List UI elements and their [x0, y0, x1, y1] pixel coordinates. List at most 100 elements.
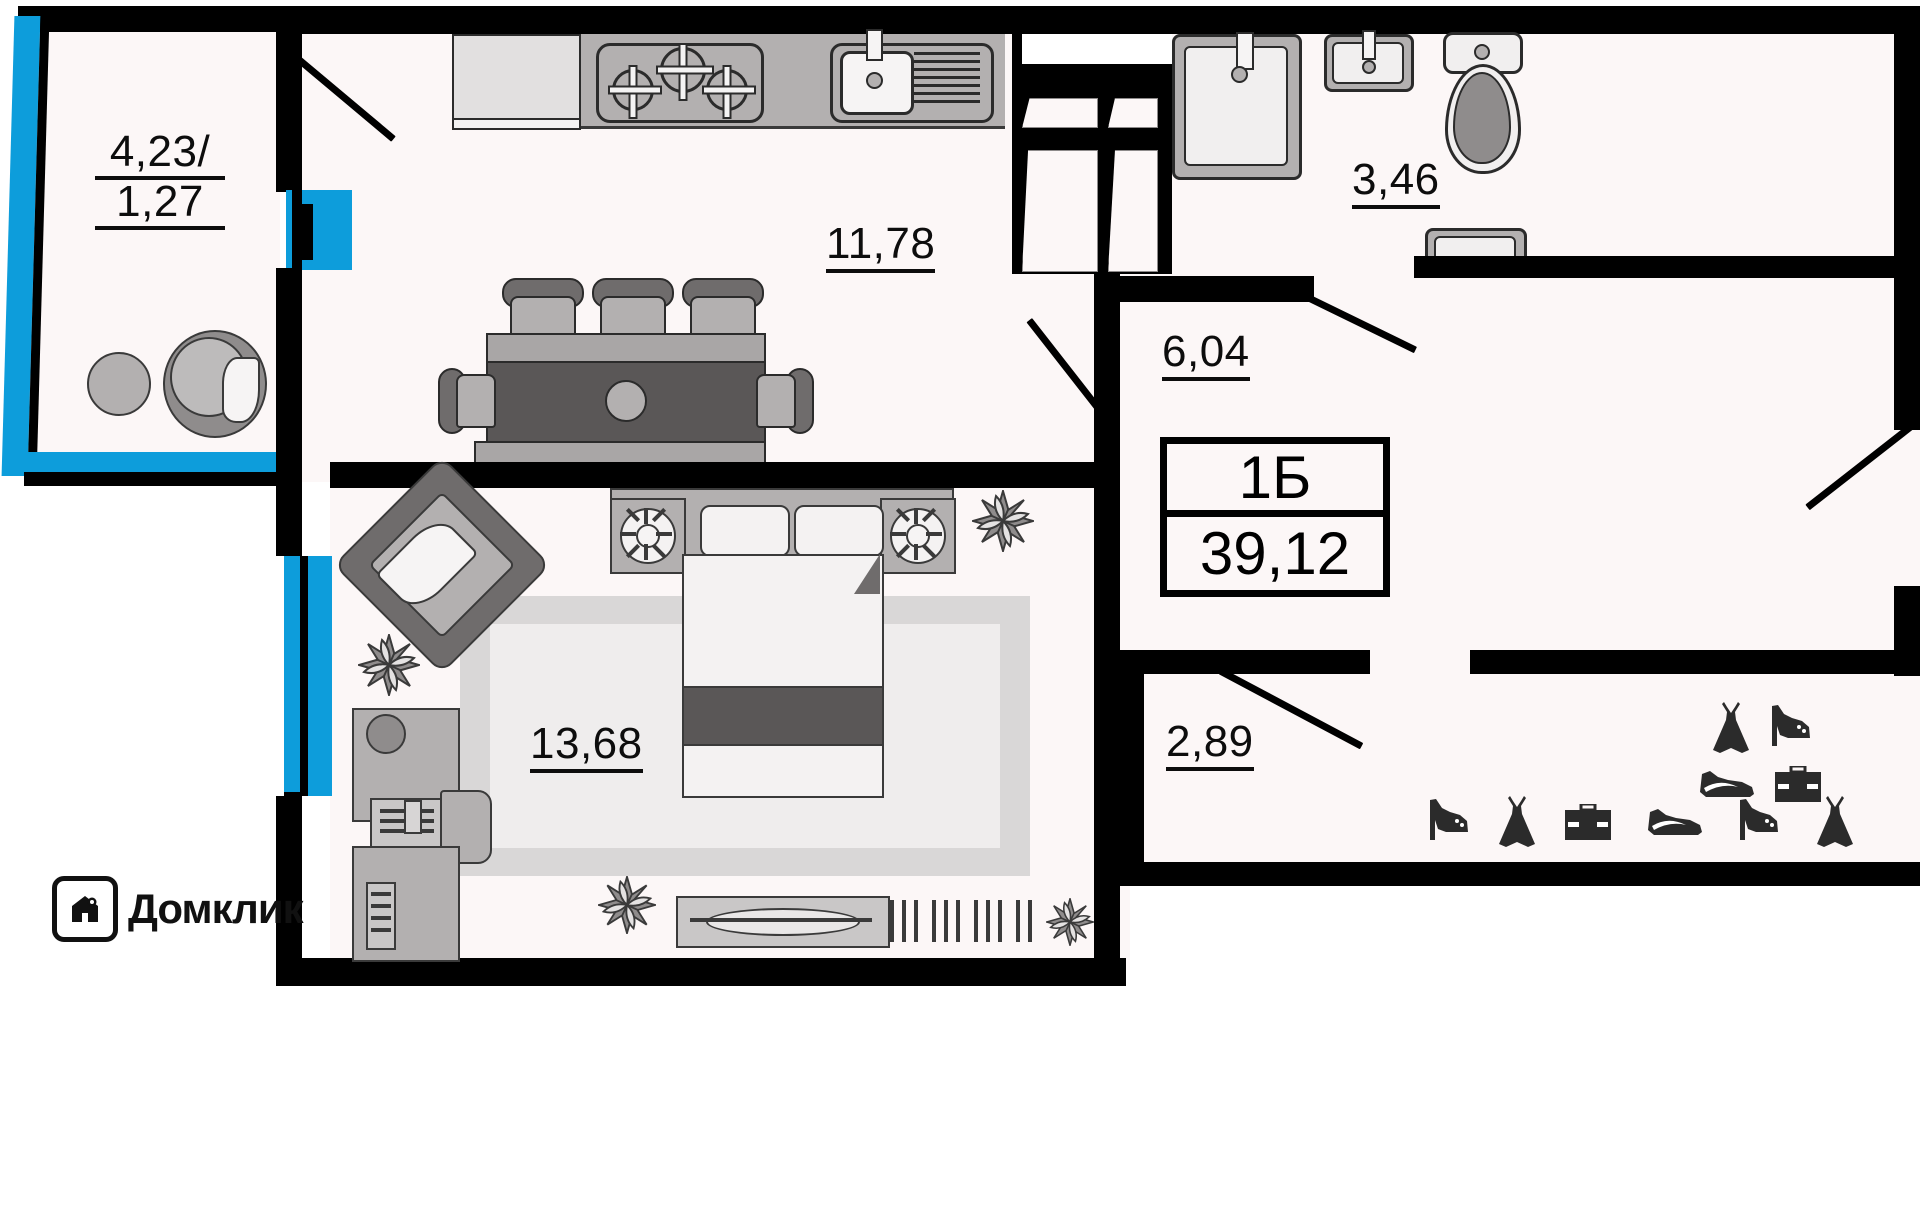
plant-icon — [972, 490, 1034, 552]
lamp-core-icon — [906, 524, 930, 548]
brand-name: Домклик — [128, 885, 304, 932]
high-heel-icon — [1736, 796, 1780, 844]
lamp-spoke-icon — [620, 532, 636, 536]
room-floor-entry — [1440, 400, 1920, 690]
unit-tag-box: 1Б 39,12 — [1160, 437, 1390, 597]
unit-label: 1Б — [1167, 444, 1383, 517]
lamp-spoke-icon — [926, 532, 942, 536]
sneaker-icon — [1646, 806, 1704, 838]
wall-entry-right-upper — [1894, 300, 1920, 430]
sink-drain-icon — [866, 72, 883, 89]
bedroom-window-mullion — [300, 556, 308, 796]
radiator-fin-icon — [914, 900, 918, 942]
wall-bathroom-bottom — [1094, 276, 1314, 302]
dining-table-center-icon — [605, 380, 647, 422]
wall-balcony-divider-upper — [276, 22, 302, 192]
balcony-door-frame — [292, 190, 302, 270]
area-label-hall: 6,04 — [1162, 329, 1250, 381]
area-label-bathroom: 3,46 — [1352, 157, 1440, 209]
dining-chair-seat-icon — [756, 374, 796, 428]
radiator-fin-icon — [902, 900, 906, 942]
shower-drain-icon — [1231, 66, 1248, 83]
radiator-fin-icon — [890, 900, 894, 942]
area-label-wardrobe: 2,89 — [1166, 719, 1254, 771]
wall-bedroom-left-lower — [276, 792, 302, 982]
bed-fold-icon — [854, 554, 880, 594]
wall-balcony-bottom — [24, 472, 286, 486]
toilet-flush-icon — [1474, 44, 1490, 60]
brand-logo: Домклик — [52, 876, 304, 942]
lamp-spoke-icon — [644, 544, 648, 560]
lamp-spoke-icon — [656, 532, 672, 536]
plant-icon — [1046, 898, 1094, 946]
bedroom-window-glazing — [284, 556, 332, 796]
shower-enclosure-top-gap — [1022, 34, 1172, 64]
wall-bath-ledge-right — [1414, 256, 1920, 278]
burner-icon — [612, 69, 654, 111]
wall-bathroom-top — [1056, 6, 1920, 34]
wall-balcony-top — [18, 6, 288, 32]
balcony-door-jamb — [301, 204, 313, 260]
balcony-stool-icon — [87, 352, 151, 416]
washbasin-faucet-icon — [1362, 30, 1376, 60]
wall-bedroom-left-upper — [276, 468, 302, 558]
lamp-spoke-icon — [914, 544, 918, 560]
tower-icon — [366, 882, 396, 950]
pillow-icon — [700, 505, 790, 557]
radiator-fin-icon — [998, 900, 1002, 942]
balcony-glazing-bottom — [24, 452, 284, 474]
radiator-icon — [884, 898, 1044, 944]
lamp-core-icon — [636, 524, 660, 548]
sink-drainboard-icon — [914, 52, 980, 108]
wall-wardrobe-left — [1120, 650, 1144, 885]
wall-wardrobe-bottom — [1120, 862, 1920, 886]
area-label-kitchen-living: 11,78 — [826, 221, 936, 273]
area-label-balcony: 4,23/ 1,27 — [95, 129, 225, 232]
area-label-bedroom: 13,68 — [530, 721, 643, 773]
fridge-base-icon — [452, 118, 581, 130]
radiator-fin-icon — [932, 900, 936, 942]
bed-blanket-icon — [682, 686, 884, 746]
lamp-spoke-icon — [914, 508, 918, 524]
radiator-fin-icon — [944, 900, 948, 942]
tv-line-icon — [690, 918, 872, 922]
washbasin-drain-icon — [1362, 60, 1376, 74]
balcony-chair-arm-icon — [222, 357, 260, 423]
plant-icon — [358, 634, 420, 696]
briefcase-icon — [1774, 766, 1822, 804]
fridge-icon — [452, 34, 581, 124]
desk-knob-icon — [366, 714, 406, 754]
total-area-label: 39,12 — [1199, 520, 1351, 587]
radiator-fin-icon — [986, 900, 990, 942]
dress-icon — [1498, 796, 1536, 848]
high-heel-icon — [1768, 702, 1812, 750]
dining-chair-seat-icon — [456, 374, 496, 428]
dress-icon — [1816, 796, 1854, 848]
shower-faucet-icon — [1236, 32, 1254, 70]
shower-door-leaf-icon — [1108, 150, 1158, 272]
burner-icon — [660, 47, 706, 93]
high-heel-icon — [1426, 796, 1470, 844]
sneaker-icon — [1698, 768, 1756, 800]
domclick-mark-icon — [52, 876, 118, 942]
bed-icon — [682, 554, 884, 798]
wall-kitchen-top — [276, 6, 1056, 34]
shower-door-leaf-icon — [1022, 150, 1098, 272]
wall-wardrobe-top-left — [1120, 650, 1370, 674]
wall-bedroom-bottom — [276, 958, 1126, 986]
area-label-balcony-line2: 1,27 — [95, 179, 225, 230]
wall-balcony-divider-lower — [276, 268, 302, 483]
wall-wardrobe-top-right — [1470, 650, 1920, 674]
burner-icon — [706, 69, 748, 111]
tv-icon — [706, 908, 860, 936]
plant-icon — [598, 876, 656, 934]
pillow-icon — [794, 505, 884, 557]
radiator-fin-icon — [956, 900, 960, 942]
lamp-spoke-icon — [644, 508, 648, 524]
wall-bathroom-right — [1894, 22, 1920, 302]
lamp-spoke-icon — [890, 532, 906, 536]
wall-bedroom-right — [1094, 486, 1120, 982]
dress-icon — [1712, 702, 1750, 754]
desk-lower-icon — [352, 846, 460, 962]
